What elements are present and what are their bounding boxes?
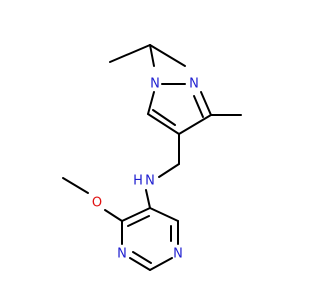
bond	[149, 44, 186, 67]
atom-label-nitrogen: N	[173, 247, 183, 262]
bond	[129, 257, 151, 271]
atom-label-oxygen: O	[92, 196, 102, 211]
bond	[104, 209, 123, 222]
atom-label-nitrogen: N	[150, 77, 160, 92]
atom-label-hydrogen: H	[133, 174, 143, 189]
atom-label-nitrogen: N	[117, 247, 127, 262]
bond	[109, 44, 151, 63]
bond	[149, 257, 173, 271]
bond	[145, 189, 151, 209]
bond	[149, 207, 179, 222]
bond	[147, 91, 155, 115]
bond	[132, 251, 152, 264]
bond	[200, 91, 212, 116]
bond	[121, 207, 151, 222]
bond	[158, 163, 180, 178]
bond	[147, 113, 180, 135]
molecule-canvas: N N N H O N N	[62, 44, 242, 271]
bond	[193, 95, 204, 118]
bond	[149, 44, 155, 67]
bond	[152, 109, 176, 126]
bond	[178, 114, 212, 135]
bond	[127, 215, 150, 227]
molecule-structure: N N N H O N N	[62, 44, 242, 271]
atom-label-nitrogen: N	[189, 77, 199, 92]
bond	[62, 177, 89, 194]
atom-label-nitrogen: N	[145, 174, 155, 189]
